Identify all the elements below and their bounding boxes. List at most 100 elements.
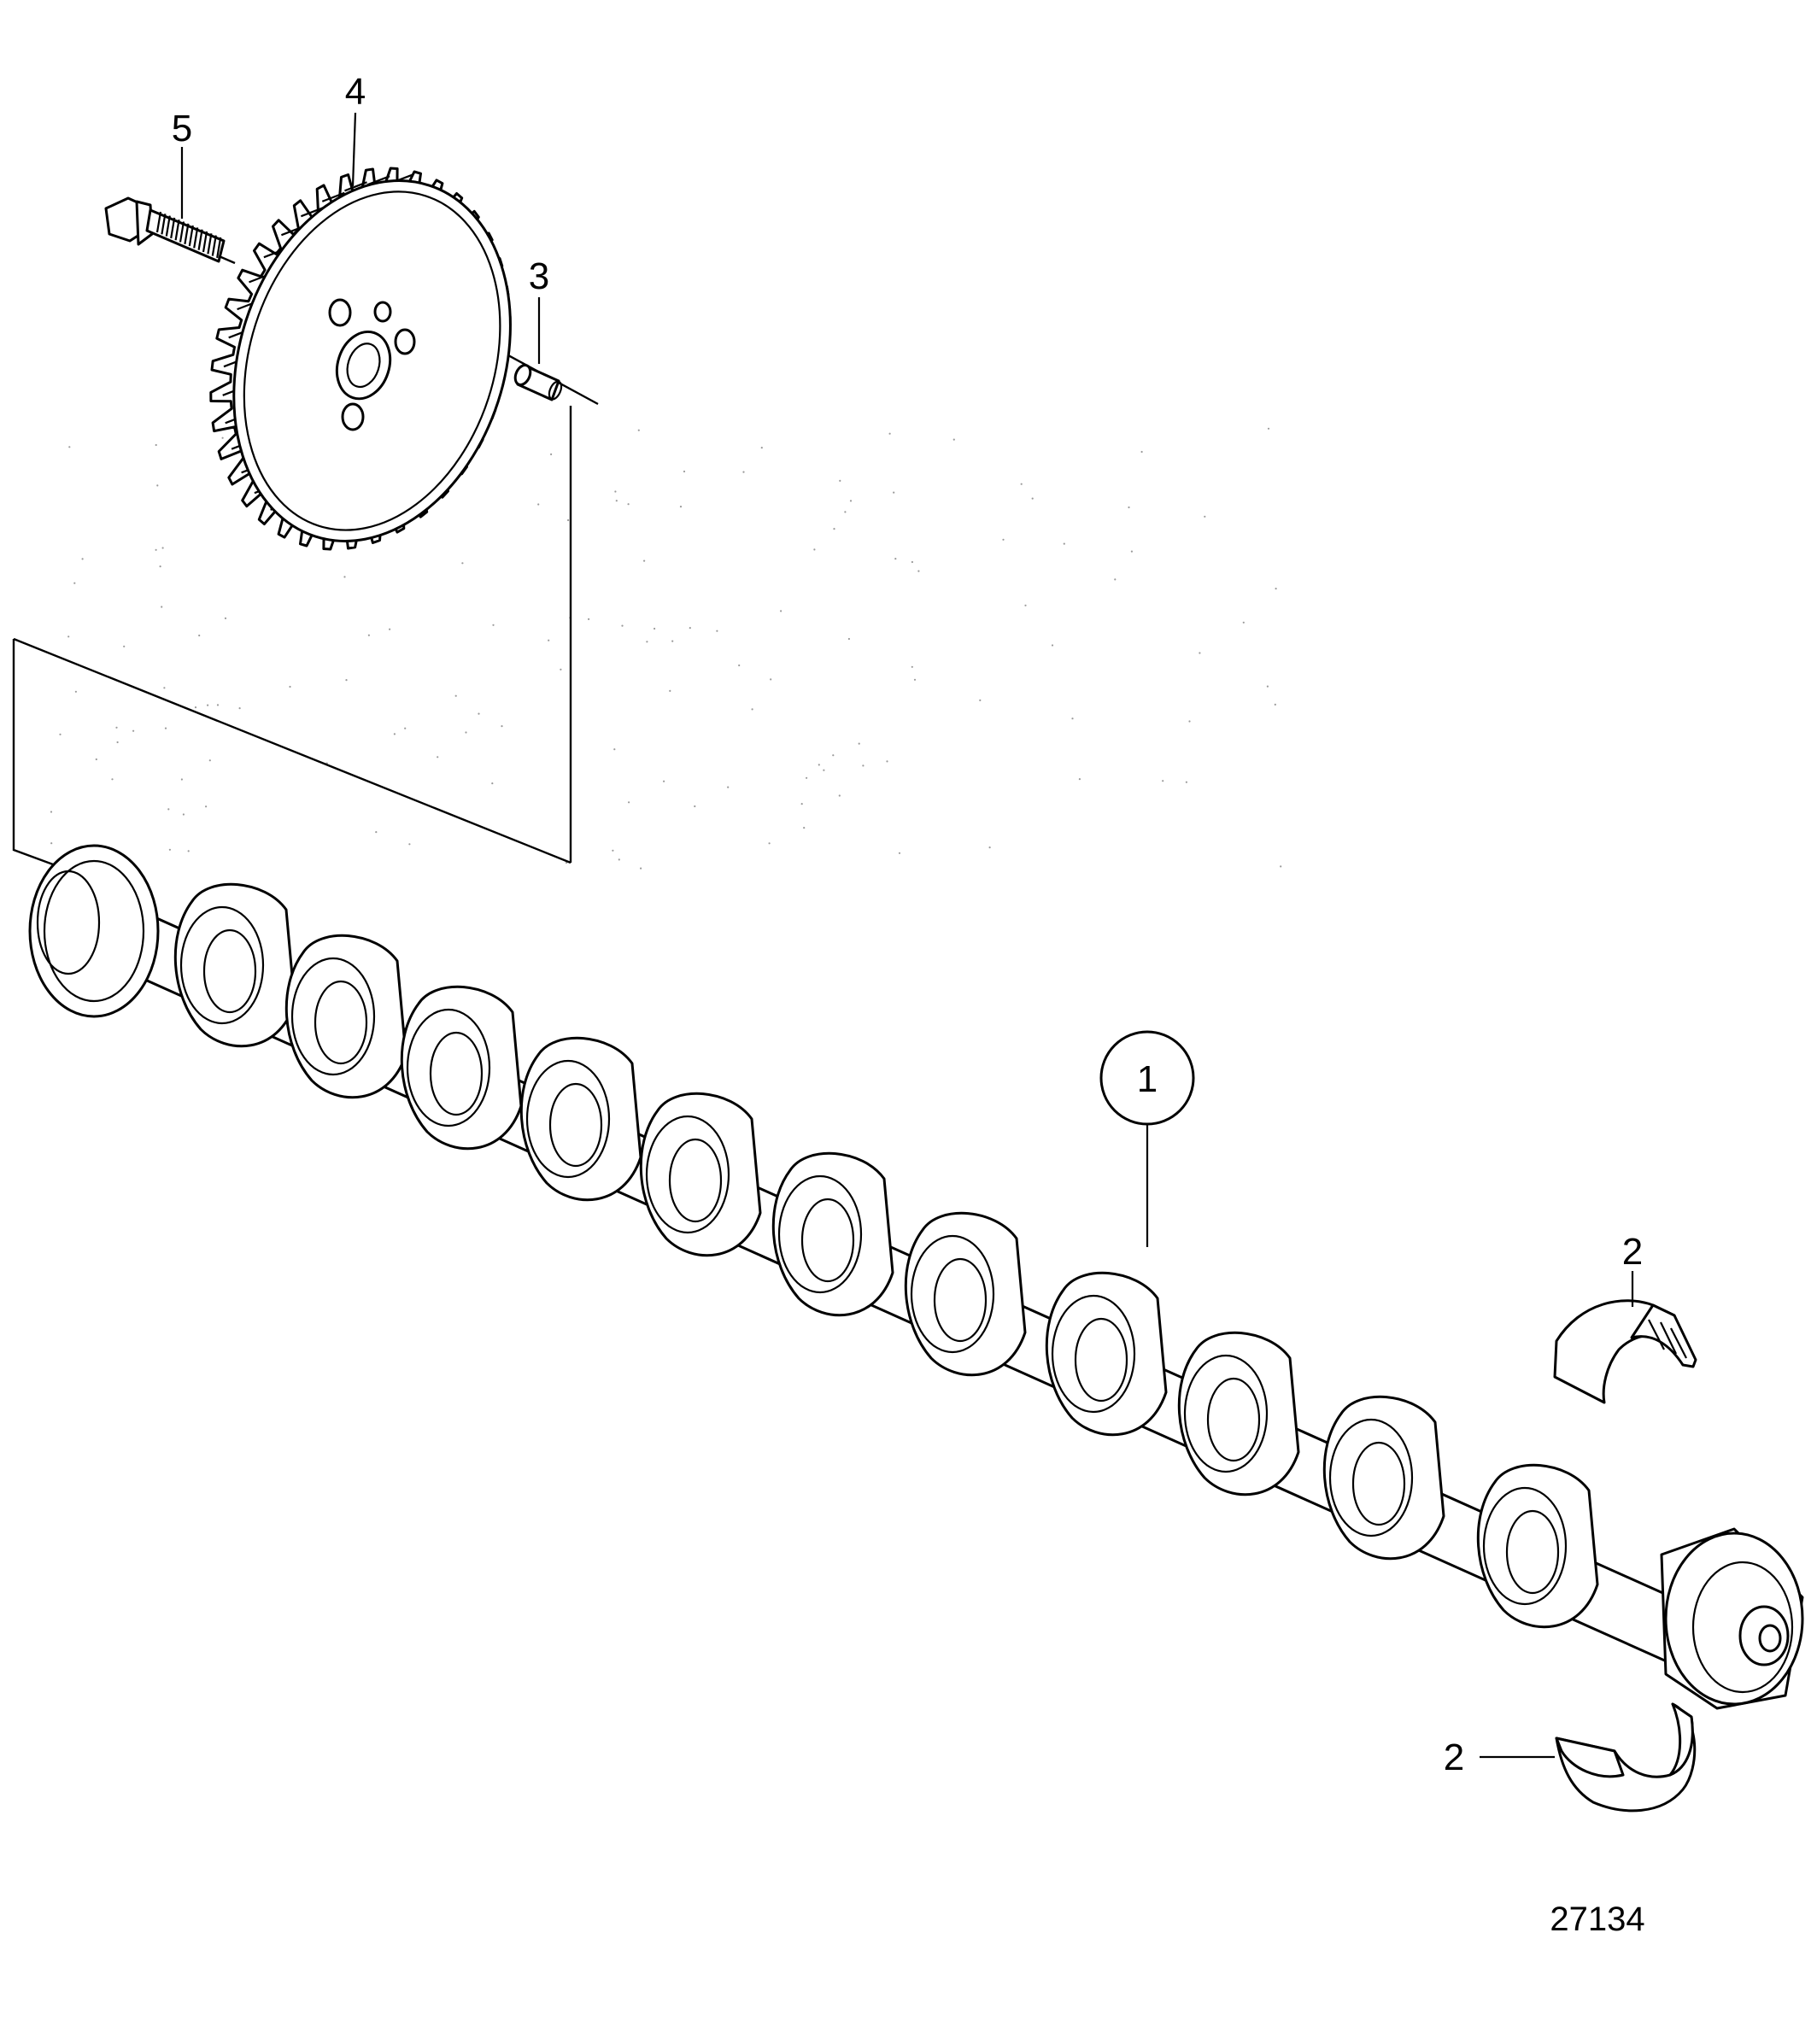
cam-lobe-body [173, 882, 296, 1048]
speckle-dot [716, 630, 718, 632]
speckle-dot [751, 708, 753, 711]
speckle-dot [1185, 781, 1187, 783]
speckle-dot [1266, 685, 1269, 688]
speckle-dot [537, 503, 540, 506]
speckle-dot [886, 760, 888, 763]
speckle-dot [207, 704, 209, 706]
speckle-dot [1140, 450, 1143, 454]
callout-3-label: 3 [529, 255, 549, 297]
speckle-dot [646, 641, 648, 643]
speckle-dot [614, 490, 617, 493]
bolt-thread [202, 231, 208, 253]
cam-lobe-body [400, 985, 523, 1151]
bolt-thread [188, 225, 194, 247]
bearing-shell-upper [1553, 1299, 1697, 1404]
speckle-dot [1002, 538, 1005, 541]
speckle-dot [81, 558, 84, 560]
guide-pin [513, 364, 563, 401]
speckle-dot [289, 685, 291, 688]
speckle-dot [1242, 621, 1245, 624]
speckle-dot [155, 443, 157, 447]
speckle-dot [163, 687, 166, 689]
speckle-dot [550, 453, 553, 456]
speckle-dot [501, 725, 503, 728]
bolt-thread [170, 217, 176, 239]
rear-journal-ring [1691, 1561, 1794, 1694]
speckle-dot [393, 733, 396, 735]
gear-face-ring [243, 190, 501, 531]
bolt-thread [216, 237, 222, 259]
front-journal-flange [36, 870, 101, 975]
cam-lobe-ring [910, 1234, 995, 1354]
speckle-dot [1130, 550, 1133, 553]
speckle-dot [988, 846, 991, 849]
bolt-threads [155, 211, 222, 259]
speckle-dot [198, 634, 201, 637]
cam-lobe-hub [429, 1031, 484, 1116]
speckle-dot [1162, 780, 1164, 782]
speckle-dot [1204, 515, 1206, 518]
speckle-dot [694, 805, 696, 808]
speckle-dot [168, 848, 171, 851]
speckle-dot [640, 867, 642, 870]
callouts: 5 4 3 1 2 2 [172, 71, 1643, 1778]
speckle-dot [123, 645, 126, 647]
speckle-dot [343, 576, 346, 578]
speckle-dot [224, 617, 227, 620]
callout-1-label: 1 [1137, 1058, 1158, 1100]
speckle-dot [59, 733, 62, 735]
guide-pin-far-end [548, 380, 563, 401]
speckle-dot [491, 782, 494, 785]
speckle-dot [1274, 703, 1276, 706]
speckle-dot [465, 731, 467, 734]
camshaft-front-journal [28, 844, 160, 1018]
speckle-dot [621, 624, 624, 627]
speckle-dot [663, 780, 665, 782]
gear-center-bore [346, 343, 381, 389]
cam-lobe-ring [290, 957, 376, 1076]
speckle-dot [132, 729, 135, 732]
speckle-dot [375, 831, 378, 834]
speckle-dot [615, 500, 618, 502]
callout-2-lower-label: 2 [1444, 1737, 1464, 1778]
speckle-dot [823, 769, 825, 771]
speckle-dot [913, 678, 917, 681]
speckle-dot [404, 727, 407, 729]
speckle-dot [389, 628, 391, 630]
callout-4-label: 4 [345, 71, 366, 113]
speckle-dot [74, 690, 77, 693]
speckle-dot [205, 805, 208, 808]
callout-2-upper-label: 2 [1622, 1231, 1643, 1273]
speckle-dot [367, 634, 370, 636]
speckle-dot [111, 778, 114, 781]
speckle-dot [832, 754, 835, 757]
cam-lobe-ring [1482, 1486, 1568, 1606]
speckle-dot [893, 491, 895, 494]
cam-lobe-ring [1328, 1418, 1414, 1537]
speckle-dot [618, 858, 620, 861]
bolt-thread [193, 227, 199, 249]
speckle-dot [637, 429, 640, 431]
speckle-dot [689, 627, 691, 630]
cam-lobe-hub [1074, 1317, 1128, 1403]
speckle-dot [588, 618, 590, 621]
cam-lobe-hub [548, 1082, 603, 1168]
speckle-dot [888, 432, 891, 435]
speckle-dot [567, 518, 570, 522]
bolt-thread [211, 235, 217, 256]
front-journal-outer [28, 844, 160, 1018]
speckle-dot [613, 748, 616, 751]
cam-lobe-ring [179, 905, 265, 1025]
gear-bolt-hole [394, 328, 416, 355]
speckle-dot [478, 712, 480, 715]
gear-bolt-hole [341, 402, 365, 431]
bearing-shell-lower-outer [1555, 1702, 1697, 1813]
speckle-dot [813, 548, 816, 551]
bearing-shell-lower [1555, 1702, 1697, 1813]
speckle-dot [612, 849, 614, 852]
speckle-dot [847, 637, 851, 641]
bolt-thread [179, 221, 185, 243]
speckle-dot [818, 764, 820, 766]
cam-lobe-body [1322, 1395, 1445, 1561]
bolt-thread [174, 220, 180, 241]
